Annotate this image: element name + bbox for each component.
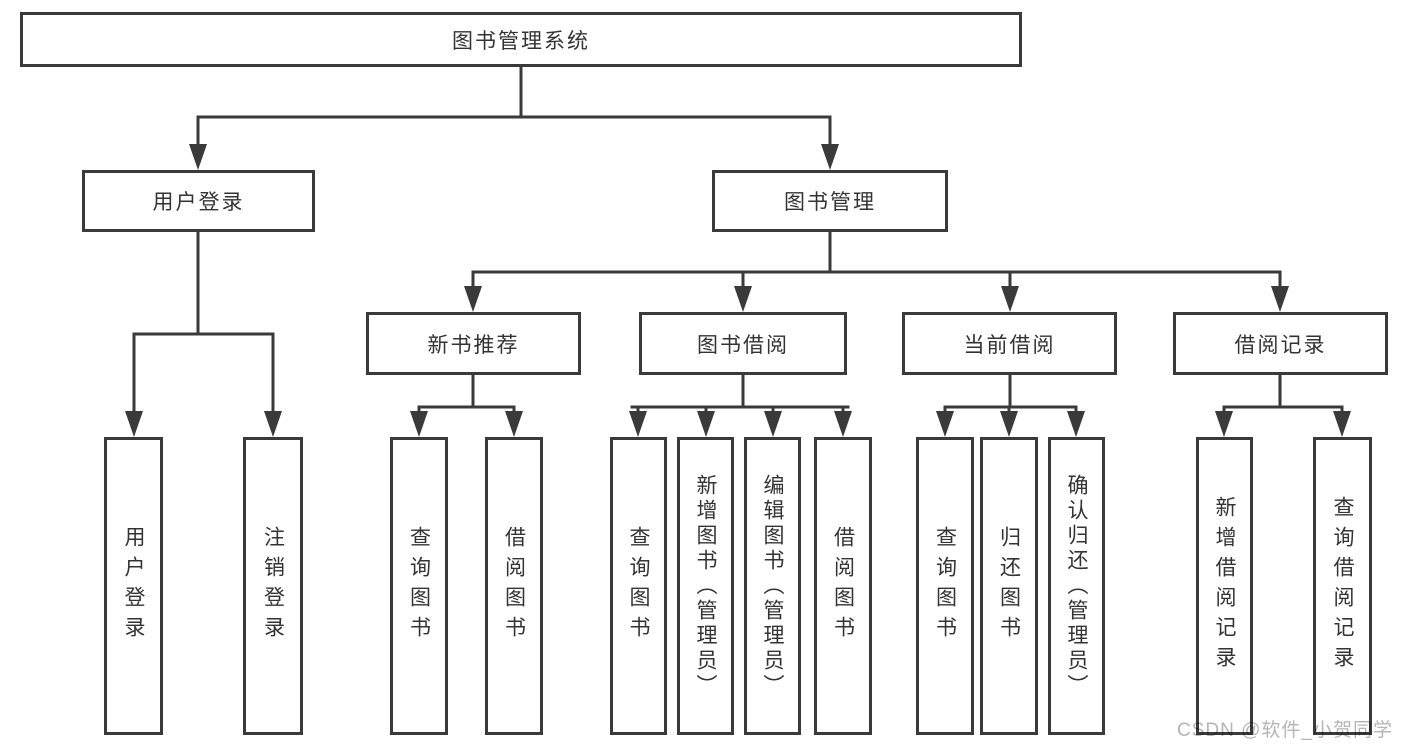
- arrowhead: [734, 286, 752, 312]
- connector-new-book-children: [417, 373, 516, 419]
- arrowhead: [410, 411, 428, 437]
- arrowhead: [125, 411, 143, 437]
- arrowhead: [264, 411, 282, 437]
- node-borrow-record: 借阅记录: [1173, 312, 1388, 375]
- node-label: 新书推荐: [427, 333, 520, 357]
- leaf-label: 查询图书: [407, 526, 431, 646]
- leaf-query-books-current: 查询图书: [916, 437, 974, 735]
- leaf-label: 借阅图书: [502, 526, 526, 646]
- leaf-label: 确认归还（管理员）: [1065, 473, 1088, 699]
- arrowhead: [1001, 286, 1019, 312]
- connector-lines: [132, 65, 1344, 419]
- node-label: 图书管理: [784, 191, 876, 214]
- node-user-login: 用户登录: [82, 170, 315, 232]
- leaf-label: 编辑图书（管理员）: [761, 473, 784, 699]
- leaf-label: 用户登录: [122, 526, 145, 646]
- leaf-label: 查询借阅记录: [1331, 496, 1354, 676]
- leaf-user-login: 用户登录: [104, 437, 163, 735]
- leaf-label: 查询图书: [933, 526, 957, 646]
- node-book-management: 图书管理: [712, 170, 948, 232]
- arrowhead: [629, 411, 647, 437]
- leaf-query-borrow-record: 查询借阅记录: [1313, 437, 1372, 735]
- leaf-query-books-recommend: 查询图书: [390, 437, 448, 735]
- leaf-add-borrow-record: 新增借阅记录: [1196, 437, 1253, 735]
- arrowhead: [1271, 286, 1289, 312]
- connector-user-login-children: [132, 230, 275, 419]
- connector-root-to-level2: [196, 65, 832, 152]
- leaf-label: 借阅图书: [831, 526, 855, 646]
- arrowhead: [834, 411, 852, 437]
- arrowhead: [821, 144, 839, 170]
- arrowhead: [764, 411, 782, 437]
- leaf-label: 注销登录: [261, 526, 285, 646]
- leaf-confirm-return-admin: 确认归还（管理员）: [1048, 437, 1105, 735]
- arrowhead: [189, 144, 207, 170]
- node-label: 借阅记录: [1234, 333, 1327, 357]
- leaf-query-books-borrow: 查询图书: [610, 437, 667, 735]
- leaf-add-books-admin: 新增图书（管理员）: [677, 437, 734, 735]
- arrowheads: [125, 144, 1351, 437]
- leaf-borrow-books: 借阅图书: [814, 437, 872, 735]
- node-label: 当前借阅: [963, 333, 1056, 357]
- arrowhead: [464, 286, 482, 312]
- arrowhead: [1333, 411, 1351, 437]
- node-label: 图书管理系统: [452, 29, 590, 53]
- leaf-label: 查询图书: [627, 526, 650, 646]
- leaf-label: 新增借阅记录: [1213, 496, 1236, 676]
- node-label: 用户登录: [152, 191, 245, 214]
- leaf-label: 归还图书: [997, 526, 1021, 646]
- arrowhead: [505, 411, 523, 437]
- csdn-watermark: CSDN @软件_小贺同学: [1177, 720, 1393, 741]
- leaf-return-books: 归还图书: [980, 437, 1038, 735]
- connector-borrow-record-children: [1222, 373, 1344, 419]
- connector-current-borrow-children: [943, 373, 1078, 419]
- leaf-label: 新增图书（管理员）: [694, 473, 717, 699]
- node-label: 图书借阅: [697, 333, 789, 357]
- arrowhead: [1000, 411, 1018, 437]
- leaf-borrow-books-recommend: 借阅图书: [485, 437, 543, 735]
- arrowhead: [1215, 411, 1233, 437]
- arrowhead: [697, 411, 715, 437]
- leaf-edit-books-admin: 编辑图书（管理员）: [744, 437, 801, 735]
- arrowhead: [1067, 411, 1085, 437]
- arrowhead: [936, 411, 954, 437]
- node-new-book-recommend: 新书推荐: [366, 312, 581, 375]
- connector-book-borrow-children: [630, 373, 850, 419]
- node-current-borrow: 当前借阅: [902, 312, 1117, 375]
- connector-book-management-children: [471, 230, 1282, 294]
- leaf-logout: 注销登录: [243, 437, 303, 735]
- node-book-borrow: 图书借阅: [639, 312, 847, 375]
- node-library-system: 图书管理系统: [20, 12, 1022, 67]
